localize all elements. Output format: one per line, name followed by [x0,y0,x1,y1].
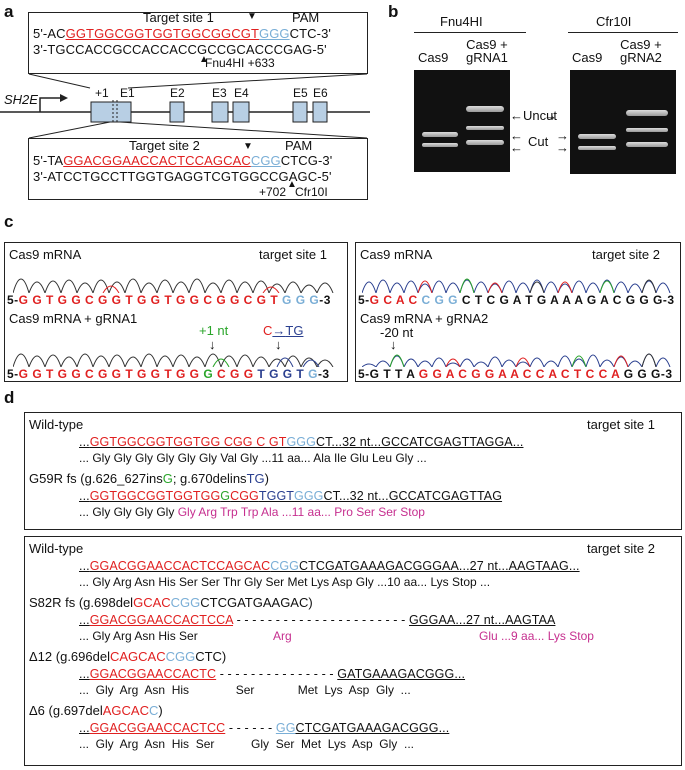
site2-top-strand: 5'-TAGGACGGAACCACTCCAGCACCGGCTCG-3' [33,153,333,168]
d2-m2-label: Δ12 (g.696delCAGCACCGGCTC) [29,649,227,664]
site2-label: Target site 2 [129,138,200,153]
cut-marker-2: ▼ [243,141,253,152]
d2-wt-aa: ... Gly Arg Asn His Ser Ser Thr Gly Ser … [79,575,491,589]
gel2-rule [568,32,678,33]
d2-site: target site 2 [587,541,655,556]
chromatogram-site1: Cas9 mRNA target site 1 5-G G T G G C G … [4,242,348,382]
c-left-site: target site 1 [259,247,327,262]
uncut-arrow-r: → [544,108,557,123]
gel1-image [414,70,510,172]
c-right-title: Cas9 mRNA [360,247,433,262]
c-right-seq1: 5-G C A C C G G C T C G A T G A A A G A … [358,293,675,307]
d2-m1-aa-arg: Arg [273,629,292,643]
gel1-enzyme: Fnu4HI [440,14,483,29]
panel-d-letter: d [4,388,15,407]
d2-m2-seq: ...GGACGGAACCACTC - - - - - - - - - - - … [79,667,466,681]
d2-m1-seq: ...GGACGGAACCACTCCA - - - - - - - - - - … [79,613,556,627]
c-right-seq2: 5-G T T A G G A C G G A A C C A C T C C … [358,367,673,381]
c-left-sub: C→TG [263,323,304,338]
exon-e2: E2 [170,86,185,100]
c-right-site: target site 2 [592,247,660,262]
panel-c-letter: c [4,212,14,231]
c-left-seq2: 5-G G T G G C G G T G G T G G G C G G T … [7,367,330,381]
trace-wt-site2 [362,278,671,293]
c-left-title2: Cas9 mRNA + gRNA1 [9,311,138,326]
gel2-lane1: Cas9 [572,50,603,65]
d2-m3-seq: ...GGACGGAACCACTCC - - - - - - GGCTCGATG… [79,721,450,735]
panel-a-letter: a [4,2,14,21]
panel-b-letter: b [388,2,399,21]
exon-e1: E1 [120,86,135,100]
d2-wt-label: Wild-type [29,541,84,556]
site2-bottom-strand: 3'-ATCCTGCCTTGGTGAGGTCGTGGCCGAGC-5' [33,169,332,184]
d1-wt-label: Wild-type [29,417,84,432]
d2-m3-aa: ... Gly Arg Asn His Ser Gly Ser Met Lys … [79,737,414,751]
c-right-del: -20 nt [380,325,414,340]
exon-e6: E6 [313,86,328,100]
site2-pos: +702 [259,185,287,199]
gel2-enzyme: Cfr10I [596,14,632,29]
c-left-ins-arrow: ↓ [209,337,216,352]
cut-arrow-1: ← [510,128,523,143]
site1-enzyme: Fnu4HI +633 [205,56,275,70]
cut-marker-1: ▼ [247,11,257,22]
cut-arrow-4: → [556,140,569,155]
d1-mut-aa: ... Gly Gly Gly Gly Gly Arg Trp Trp Ala … [79,505,425,519]
gel2-lane2: Cas9 +gRNA2 [620,37,662,65]
d-site1-box: Wild-type target site 1 ...GGTGGCGGTGGTG… [24,412,682,530]
site1-label: Target site 1 [143,10,214,25]
target-site-1-box: Target site 1 ▼ PAM 5'-ACGGTGGCGGTGGTGGC… [28,10,368,74]
gel1-lane1: Cas9 [418,50,449,65]
cut-arrow-3: → [556,128,569,143]
c-right-del-arrow: ↓ [390,337,397,352]
trace-mut-site2 [362,353,671,367]
trace-wt-site1 [13,278,334,293]
chromatogram-site2: Cas9 mRNA target site 2 5-G C A C C G G … [355,242,681,382]
exon-e4: E4 [234,86,249,100]
gel1-rule [414,32,526,33]
cut-label: Cut [528,134,549,149]
d1-wt-aa: ... Gly Gly Gly Gly Gly Gly Val Gly ...1… [79,451,427,465]
gel1-lane2: Cas9 +gRNA1 [466,37,508,65]
pam1-label: PAM [292,10,320,25]
c-left-seq1: 5-G G T G G C G G T G G T G G C G G C G … [7,293,331,307]
uncut-label: ←Uncut [510,108,557,123]
exon-e3: E3 [212,86,227,100]
c-left-title: Cas9 mRNA [9,247,82,262]
site1-bottom-strand: 3'-TGCCACCGCCACCACCGCCGCACCCGAG-5' [33,42,327,57]
d2-m2-aa: ... Gly Arg Asn His Ser Met Lys Asp Gly … [79,683,411,697]
exon-e5: E5 [293,86,308,100]
d1-mut-seq: ...GGTGGCGGTGGTGGGCGGTGGTGGGCT...32 nt..… [79,489,503,503]
c-left-sub-arrow: ↓ [275,337,282,352]
gel2-image [570,70,676,174]
c-left-ins: +1 nt [199,323,229,338]
cut-arrow-2: ← [510,140,523,155]
site1-top-strand: 5'-ACGGTGGCGGTGGTGGCGGCGTGGGCTC-3' [33,26,331,41]
gene-name: SH2E [4,92,38,107]
d2-m1-label: S82R fs (g.698delGCACCGGCTCGATGAAGAC) [29,595,313,610]
cut-marker-2b: ▲ [287,179,297,190]
c-right-title2: Cas9 mRNA + gRNA2 [360,311,489,326]
d1-site: target site 1 [587,417,655,432]
d1-mut-label: G59R fs (g.626_627insG; g.670delinsTG) [29,471,269,486]
cut-marker-1b: ▲ [199,54,209,65]
tss-label: +1 [95,86,109,100]
d2-m1-aa-tail: Glu ...9 aa... Lys Stop [479,629,594,643]
d-site2-box: Wild-type target site 2 ...GGACGGAACCACT… [24,536,682,766]
gene-map [0,74,370,138]
d2-m3-label: Δ6 (g.697delAGCACC) [29,703,163,718]
target-site-2-box: Target site 2 ▼ PAM 5'-TAGGACGGAACCACTCC… [28,138,368,200]
d2-m1-aa-black: ... Gly Arg Asn His Ser [79,629,198,643]
trace-mut-site1 [13,353,334,367]
site2-enzyme: Cfr10I [295,185,328,199]
d2-wt-seq: ...GGACGGAACCACTCCAGCACCGGCTCGATGAAAGACG… [79,559,580,573]
d1-wt-seq: ...GGTGGCGGTGGTGG CGG C GTGGGCT...32 nt.… [79,435,524,449]
pam2-label: PAM [285,138,313,153]
